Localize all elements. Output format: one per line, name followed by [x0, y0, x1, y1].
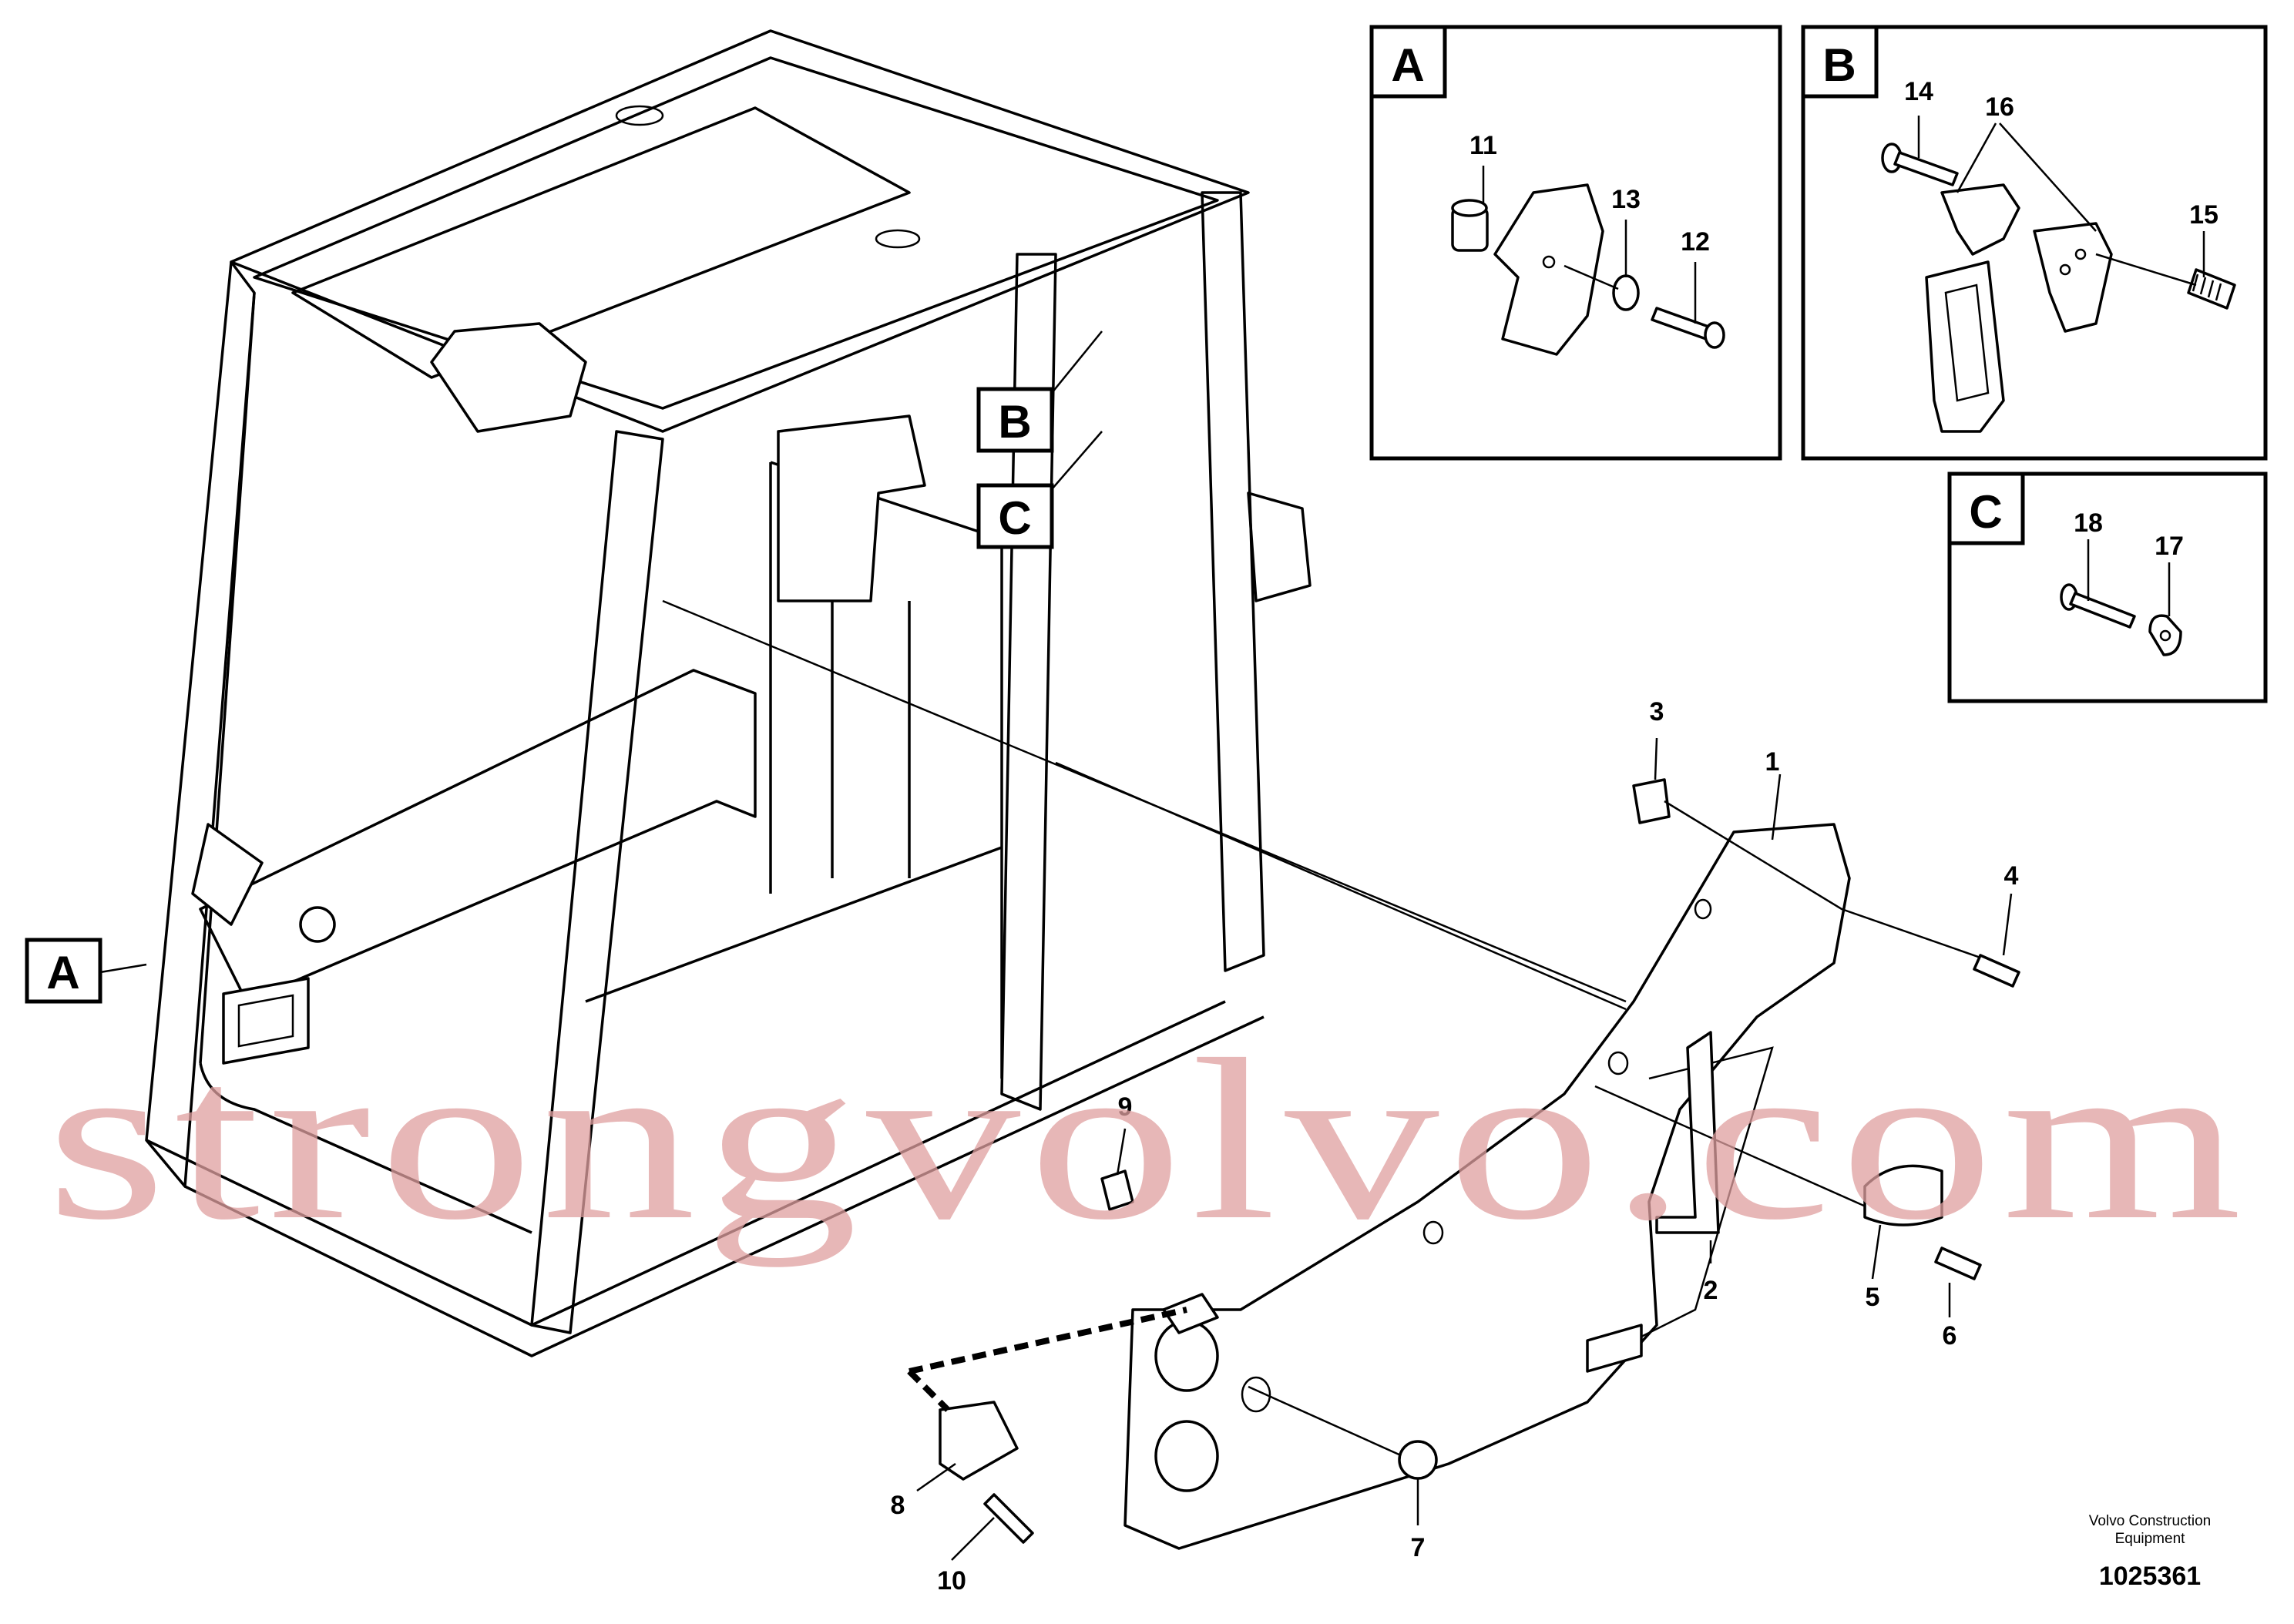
- leader-line: [1055, 761, 1627, 1011]
- callout-12: 12: [1681, 227, 1710, 257]
- callout-11: 11: [1469, 131, 1497, 160]
- bolt-4: [1973, 954, 2020, 988]
- callout-1: 1: [1765, 747, 1780, 777]
- footer-company-line2: Equipment: [2115, 1531, 2186, 1547]
- callout-3: 3: [1650, 697, 1664, 726]
- callout-18: 18: [2074, 508, 2103, 538]
- side-panel: [1123, 823, 1851, 1550]
- bolt-6: [1934, 1247, 1982, 1280]
- callout-2: 2: [1704, 1276, 1718, 1305]
- callout-17: 17: [2155, 532, 2184, 561]
- svg-text:A: A: [46, 947, 79, 998]
- callout-16: 16: [1985, 92, 2014, 122]
- view-label-a: A: [25, 938, 147, 1004]
- drawing-number: 1025361: [2099, 1562, 2201, 1591]
- callout-6: 6: [1943, 1321, 1957, 1351]
- bolt-10: [983, 1493, 1034, 1544]
- detail-a: A 11 13 12: [1369, 25, 1782, 461]
- cover-8: [939, 1401, 1019, 1481]
- callout-13: 13: [1611, 185, 1641, 214]
- callout-9: 9: [1118, 1092, 1133, 1122]
- cup-holder-5: [1863, 1164, 1943, 1226]
- detail-b: B 14 16 15: [1801, 25, 2268, 461]
- svg-text:B: B: [998, 396, 1031, 448]
- view-label-b: B: [976, 331, 1103, 453]
- svg-text:A: A: [1391, 39, 1424, 91]
- callout-15: 15: [2189, 200, 2218, 230]
- cab-frame: [145, 29, 1312, 1357]
- side-panel-assembly: [1123, 823, 1851, 1550]
- svg-text:C: C: [998, 492, 1031, 544]
- callout-10: 10: [937, 1566, 966, 1595]
- callout-5: 5: [1866, 1283, 1880, 1312]
- panel-trim-strip: [1655, 1031, 1720, 1234]
- plug-7: [1398, 1440, 1438, 1480]
- watermark: strongvolvo.com: [46, 1012, 2250, 1268]
- footer-company-line1: Volvo Construction: [2089, 1513, 2211, 1529]
- clip-3: [1632, 778, 1671, 824]
- callout-4: 4: [2004, 861, 2019, 891]
- callout-14: 14: [1904, 77, 1933, 106]
- callout-7: 7: [1411, 1533, 1426, 1562]
- callout-8: 8: [891, 1491, 905, 1520]
- detail-c: C 18 17: [1947, 471, 2268, 703]
- svg-text:B: B: [1822, 39, 1856, 91]
- view-label-c: C: [976, 431, 1103, 549]
- svg-text:C: C: [1969, 486, 2002, 538]
